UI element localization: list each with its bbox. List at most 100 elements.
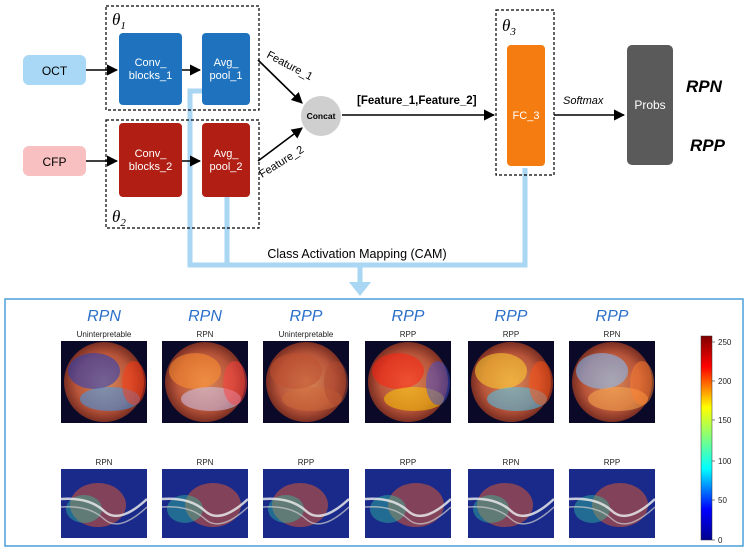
fundus-caption: RPN (197, 330, 214, 339)
cfp-input-label: CFP (43, 155, 67, 169)
conv-blocks-2-label: Conv_blocks_2 (129, 148, 172, 173)
theta3-label: θ3 (502, 16, 516, 38)
cam-column: RPP RPP RPN (467, 308, 555, 538)
fc3-block (507, 45, 545, 166)
branch-arrows (86, 59, 626, 167)
fundus-caption: RPP (503, 330, 519, 339)
avg-pool-1 (202, 33, 250, 105)
cfp-input-box (23, 146, 86, 176)
colorbar-tick-label: 0 (718, 536, 723, 545)
oct-caption: RPP (400, 458, 416, 467)
colorbar-ticks: 250 200 150 100 50 0 (712, 338, 732, 545)
oct-caption: RPN (503, 458, 520, 467)
retina-layer (60, 497, 148, 518)
avg-pool-2 (202, 123, 250, 197)
oct-caption: RPP (298, 458, 314, 467)
fundus-caption: Uninterpretable (77, 330, 132, 339)
colorbar-tick-label: 150 (718, 416, 732, 425)
oct-heatmap-bg (61, 469, 147, 538)
heat-blob (388, 483, 444, 527)
retina-layer (364, 506, 452, 525)
probs-block (627, 45, 673, 165)
concat-node (301, 96, 341, 136)
theta1-label: θ1 (112, 10, 126, 32)
output-rpp: RPP (690, 136, 726, 155)
retina-layer (364, 497, 452, 518)
heat-blob (529, 361, 553, 405)
heat-blob (576, 353, 628, 389)
heat-blob (68, 353, 120, 389)
theta2-label: θ2 (112, 207, 126, 229)
oct-heatmap-bg (162, 469, 248, 538)
softmax-label: Softmax (563, 95, 604, 107)
heat-blob (270, 353, 322, 389)
feature-2-label: Feature_2 (257, 144, 306, 181)
fc3-label: FC_3 (513, 110, 540, 122)
heat-blob (475, 353, 527, 389)
colorbar-tick-label: 100 (718, 457, 732, 466)
probs-label: Probs (634, 98, 665, 112)
cam-columns: RPNUninterpretableRPNRPNRPNRPNRPPUninter… (60, 308, 656, 538)
retina-layer (467, 506, 555, 525)
feature-1-label: Feature_1 (265, 49, 315, 83)
retina-layer (60, 506, 148, 525)
fundus-caption: RPP (400, 330, 416, 339)
avg-pool-1-label: Avg_pool_1 (209, 57, 242, 82)
oct-caption: RPN (197, 458, 214, 467)
heat-blob (223, 361, 247, 405)
avg-pool-2-label: Avg_pool_2 (209, 148, 242, 173)
output-rpn: RPN (686, 77, 723, 96)
oct-heatmap-bg (569, 469, 655, 538)
fundus-caption: RPN (604, 330, 621, 339)
oct-heatmap-bg (263, 469, 349, 538)
heat-blob (592, 483, 648, 527)
conv-blocks-1-label: Conv_blocks_1 (129, 57, 172, 82)
heat-blob (426, 361, 450, 405)
cam-column: RPP RPN RPP (568, 308, 656, 538)
heat-blob (169, 353, 221, 389)
colorbar-tick-label: 50 (718, 496, 727, 505)
oct-caption: RPN (96, 458, 113, 467)
colorbar-tick-label: 200 (718, 377, 732, 386)
colorbar (700, 335, 713, 541)
cam-class-label: RPP (290, 308, 323, 325)
colorbar-tick-label: 250 (718, 338, 732, 347)
heat-blob (122, 361, 146, 405)
concat-label: Concat (307, 111, 336, 121)
cam-column: RPP RPP RPP (364, 308, 452, 538)
retina-layer (161, 497, 249, 518)
theta1-group (105, 5, 260, 111)
cam-down-arrow (349, 282, 371, 296)
oct-caption: RPP (604, 458, 620, 467)
cam-column: RPN RPN RPN (161, 308, 249, 538)
fundus-caption: Uninterpretable (279, 330, 334, 339)
cam-lines (187, 88, 528, 285)
oct-input-box (23, 55, 86, 85)
cam-label: Class Activation Mapping (CAM) (267, 247, 446, 261)
oct-heatmap-bg (365, 469, 451, 538)
heat-blob (324, 361, 348, 405)
cam-class-label: RPP (495, 308, 528, 325)
oct-heatmap-bg (468, 469, 554, 538)
retina-layer (262, 506, 350, 525)
retina-layer (262, 497, 350, 518)
retina-layer (161, 506, 249, 525)
heat-blob (630, 361, 654, 405)
combined-feature-label: [Feature_1,Feature_2] (357, 95, 477, 107)
oct-input-label: OCT (42, 64, 68, 78)
conv-blocks-2 (119, 123, 182, 197)
cam-class-label: RPN (188, 308, 222, 325)
heat-blob (185, 483, 241, 527)
retina-layer (568, 506, 656, 525)
conv-blocks-1 (119, 33, 182, 105)
cam-class-label: RPP (392, 308, 425, 325)
theta3-group (495, 9, 555, 176)
cam-class-label: RPN (87, 308, 121, 325)
retina-layer (568, 497, 656, 518)
retina-layer (467, 497, 555, 518)
cam-class-label: RPP (596, 308, 629, 325)
theta2-group (105, 119, 260, 229)
